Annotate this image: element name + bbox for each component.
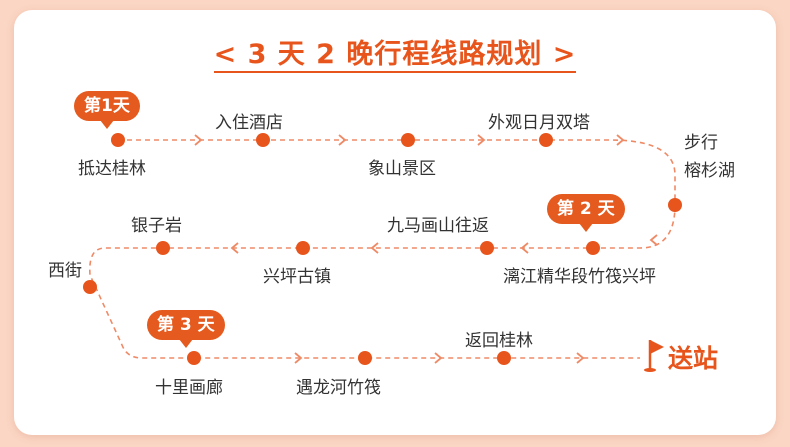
arrow-chevron-icon xyxy=(370,242,379,254)
day-3-badge: 第 3 天 xyxy=(147,310,225,348)
stop-dot-7 xyxy=(480,241,494,255)
stop-label-twin-pagodas: 外观日月双塔 xyxy=(488,113,590,133)
arrow-chevron-icon xyxy=(520,242,529,254)
stop-dot-13 xyxy=(497,351,511,365)
stop-dot-8 xyxy=(296,241,310,255)
stop-label-xingping-town: 兴坪古镇 xyxy=(263,267,331,287)
stop-label-return-guilin: 返回桂林 xyxy=(465,331,533,351)
stop-dot-1 xyxy=(111,133,125,147)
route-path xyxy=(88,139,676,359)
arrow-chevron-icon xyxy=(294,352,303,364)
stop-label-rongshan-lake: 步行 榕杉湖 xyxy=(684,133,735,181)
stop-dot-9 xyxy=(156,241,170,255)
end-label-transfer: 送站 xyxy=(668,344,719,373)
flag-icon xyxy=(644,340,664,372)
stop-dot-10 xyxy=(83,280,97,294)
stop-dot-2 xyxy=(256,133,270,147)
stop-label-arrive-guilin: 抵达桂林 xyxy=(78,159,146,179)
stop-label-xiangshan: 象山景区 xyxy=(368,159,436,179)
arrow-chevron-icon xyxy=(194,134,203,146)
stop-label-yulong-raft: 遇龙河竹筏 xyxy=(296,378,381,398)
arrow-chevron-icon xyxy=(230,242,239,254)
arrow-chevron-icon xyxy=(616,134,625,146)
stop-dot-11 xyxy=(187,351,201,365)
arrow-chevron-icon xyxy=(477,134,486,146)
arrow-chevron-icon xyxy=(649,234,658,246)
stop-label-hotel: 入住酒店 xyxy=(215,113,283,133)
stop-label-nine-horse: 九马画山往返 xyxy=(387,216,489,236)
page-title: < 3 天 2 晚行程线路规划 > xyxy=(213,39,577,70)
arrow-chevron-icon xyxy=(576,352,585,364)
stop-label-shili-gallery: 十里画廊 xyxy=(155,378,223,398)
stop-dot-4 xyxy=(539,133,553,147)
title-underline xyxy=(214,71,576,73)
stop-label-west-street: 西街 xyxy=(48,261,82,281)
day-2-badge: 第 2 天 xyxy=(547,194,625,232)
route-dots xyxy=(83,133,682,365)
stop-dot-3 xyxy=(401,133,415,147)
route-chevrons xyxy=(194,134,658,364)
arrow-chevron-icon xyxy=(338,134,347,146)
stop-dot-5 xyxy=(668,198,682,212)
stop-label-lijiang-raft: 漓江精华段竹筏兴坪 xyxy=(503,267,656,287)
arrow-chevron-icon xyxy=(434,352,443,364)
stop-dot-12 xyxy=(358,351,372,365)
stop-dot-6 xyxy=(586,241,600,255)
day-1-badge: 第1天 xyxy=(74,91,140,129)
stop-label-yinziyan: 银子岩 xyxy=(131,216,182,236)
